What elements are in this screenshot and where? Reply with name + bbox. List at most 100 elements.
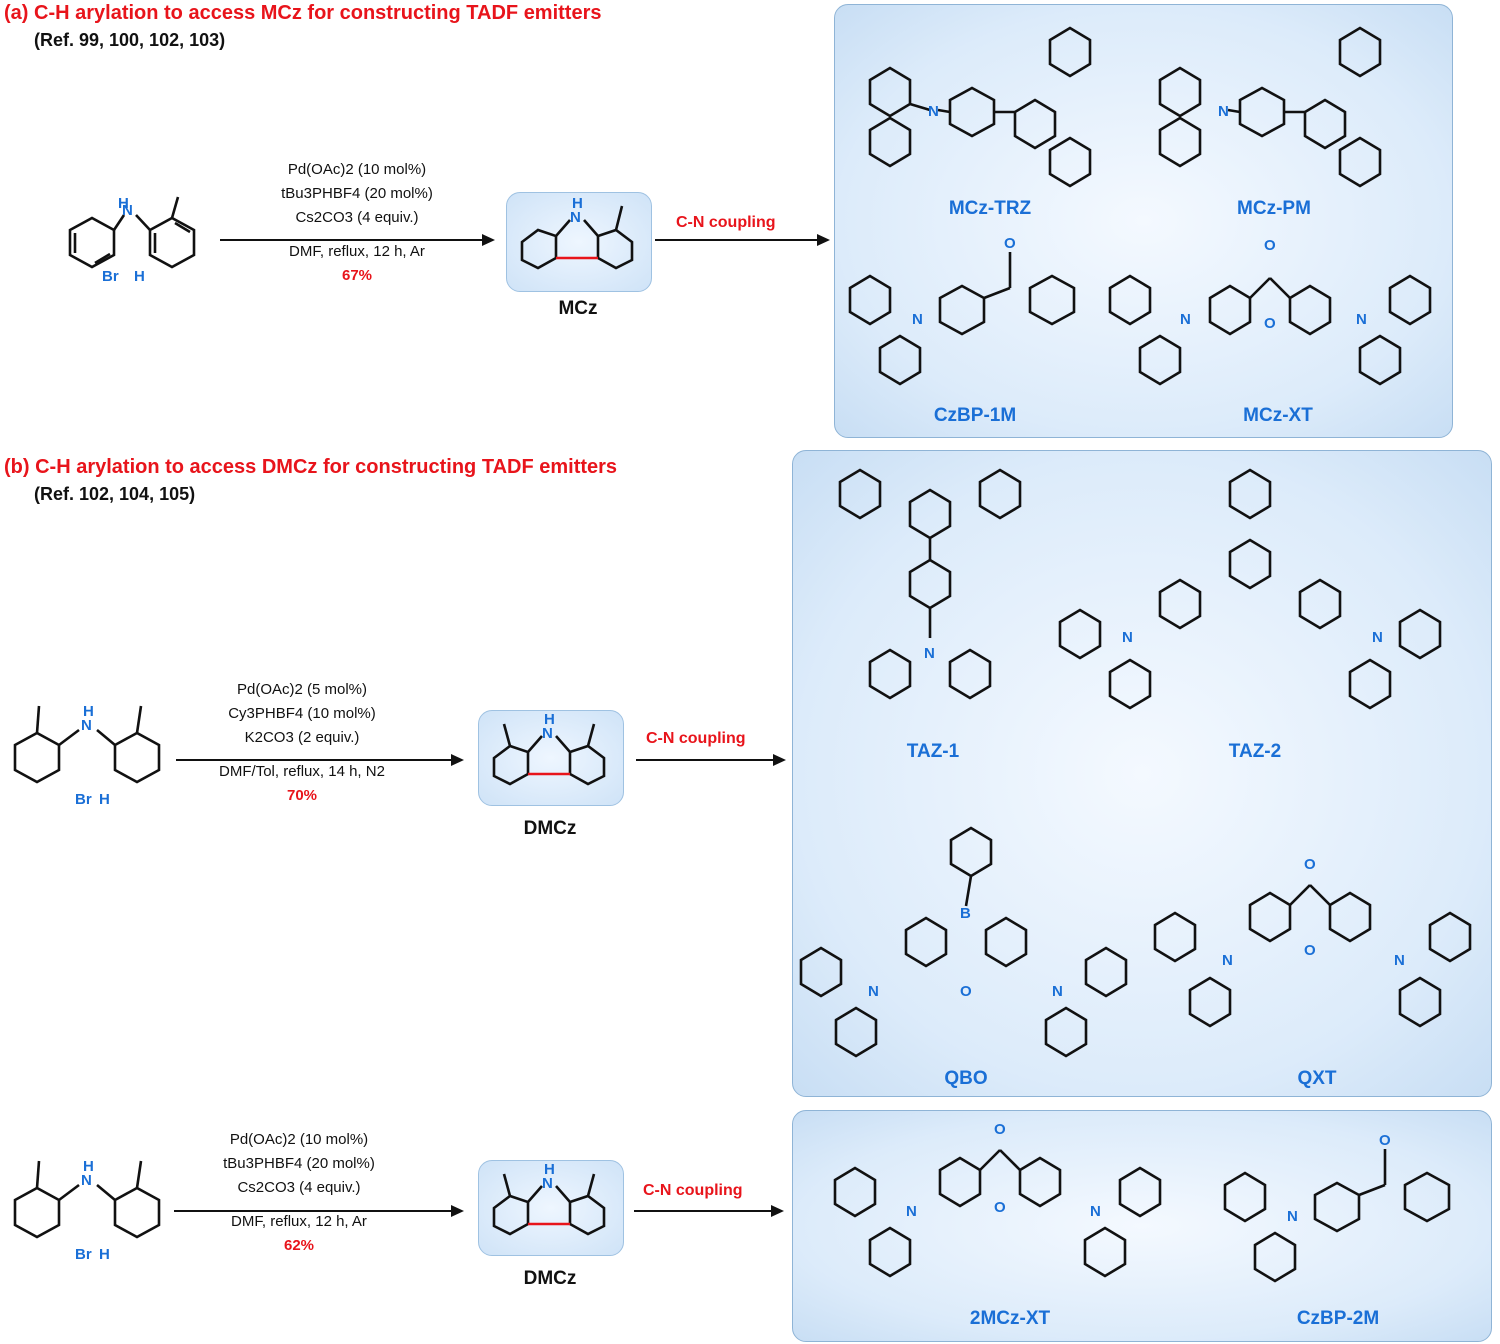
svg-text:O: O	[994, 1199, 1006, 1216]
emitter-taz-2: TAZ-2	[1228, 741, 1282, 762]
svg-text:O: O	[1264, 315, 1276, 332]
svg-text:N: N	[1090, 1203, 1101, 1220]
svg-text:O: O	[960, 983, 972, 1000]
condition-solvent: DMF/Tol, reflux, 14 h, N2	[219, 763, 385, 780]
reactant-a-structure: N	[68, 196, 196, 269]
emitter-czbp-1m: CzBP-1M	[933, 405, 1017, 426]
mcz-trz-structure: N	[868, 26, 1092, 188]
section-b-refs: (Ref. 102, 104, 105)	[34, 484, 196, 504]
svg-text:H: H	[83, 703, 94, 720]
svg-text:N: N	[1052, 983, 1063, 1000]
svg-text:O: O	[1379, 1132, 1391, 1149]
svg-text:N: N	[81, 1172, 92, 1189]
svg-text:O: O	[1304, 856, 1316, 873]
yield-b1: 70%	[286, 787, 318, 804]
mcz-pm-structure: N	[1158, 26, 1382, 188]
svg-text:H: H	[99, 791, 110, 808]
coupling-arrow-b2	[634, 1205, 784, 1217]
svg-text:N: N	[924, 645, 935, 662]
qxt-structure: O O N N	[1153, 856, 1472, 1028]
condition-catalyst: Pd(OAc)2 (10 mol%)	[229, 1131, 369, 1148]
svg-text:N: N	[1394, 952, 1405, 969]
svg-text:N: N	[1356, 311, 1367, 328]
condition-ligand: Cy3PHBF4 (10 mol%)	[228, 705, 376, 722]
czbp-1m-structure: NO	[848, 235, 1076, 386]
svg-text:N: N	[1122, 629, 1133, 646]
svg-text:N: N	[928, 103, 939, 120]
emitters-panel-a	[834, 4, 1453, 438]
svg-text:Br: Br	[75, 791, 92, 808]
mcz-xt-structure: O O N N	[1108, 237, 1432, 386]
reaction-arrow-b1	[176, 754, 464, 766]
cn-coupling-b2: C-N coupling	[643, 1182, 743, 1199]
coupling-arrow-a	[655, 234, 830, 246]
condition-base: K2CO3 (2 equiv.)	[244, 729, 360, 746]
conditions-a: Pd(OAc)2 (10 mol%) tBu3PHBF4 (20 mol%) C…	[222, 158, 492, 288]
svg-text:N: N	[81, 717, 92, 734]
h-label: H	[134, 268, 145, 285]
taz-1-structure: N	[838, 468, 1022, 700]
condition-base: Cs2CO3 (4 equiv.)	[237, 1179, 361, 1196]
condition-solvent: DMF, reflux, 12 h, Ar	[289, 243, 425, 260]
svg-text:N: N	[542, 1175, 553, 1192]
emitter-qbo: QBO	[944, 1068, 988, 1089]
svg-text:N: N	[1180, 311, 1191, 328]
coupling-arrow-b1	[636, 754, 786, 766]
svg-text:N: N	[122, 202, 133, 219]
section-a-title: (a) C-H arylation to access MCz for cons…	[4, 2, 602, 24]
svg-text:N: N	[912, 311, 923, 328]
emitter-mcz-pm: MCz-PM	[1237, 198, 1311, 219]
section-a-refs: (Ref. 99, 100, 102, 103)	[34, 30, 226, 50]
emitter-czbp-2m: CzBP-2M	[1296, 1308, 1380, 1329]
svg-text:N: N	[1222, 952, 1233, 969]
svg-text:N: N	[570, 209, 581, 226]
svg-text:Br: Br	[75, 1246, 92, 1263]
mcz-structure: NH	[520, 195, 634, 270]
condition-ligand: tBu3PHBF4 (20 mol%)	[223, 1155, 375, 1172]
svg-text:O: O	[1264, 237, 1276, 254]
dmcz-product-box-1	[478, 710, 624, 806]
svg-text:O: O	[994, 1121, 1006, 1138]
condition-ligand: tBu3PHBF4 (20 mol%)	[281, 185, 433, 202]
condition-solvent: DMF, reflux, 12 h, Ar	[231, 1213, 367, 1230]
condition-catalyst: Pd(OAc)2 (5 mol%)	[236, 681, 368, 698]
svg-text:B: B	[960, 905, 971, 922]
dmcz-product-box-2	[478, 1160, 624, 1256]
conditions-b2: Pd(OAc)2 (10 mol%) tBu3PHBF4 (20 mol%) C…	[168, 1128, 430, 1258]
emitters-panel-b2	[792, 1110, 1492, 1342]
emitter-mcz-trz: MCz-TRZ	[948, 198, 1032, 219]
svg-text:N: N	[1218, 103, 1229, 120]
svg-text:N: N	[1372, 629, 1383, 646]
svg-text:H: H	[544, 1161, 555, 1178]
svg-text:H: H	[83, 1158, 94, 1175]
br-label: Br	[102, 268, 119, 285]
svg-text:N: N	[906, 1203, 917, 1220]
svg-text:N: N	[542, 725, 553, 742]
emitters-panel-b1	[792, 450, 1492, 1097]
czbp-2m-structure: NO	[1223, 1132, 1451, 1283]
mcz-product-box	[506, 192, 652, 292]
reaction-arrow-a	[220, 234, 495, 246]
section-b-title: (b) C-H arylation to access DMCz for con…	[4, 456, 618, 478]
emitter-qxt: QXT	[1297, 1068, 1337, 1089]
condition-base: Cs2CO3 (4 equiv.)	[295, 209, 419, 226]
emitter-mcz-xt: MCz-XT	[1243, 405, 1313, 426]
conditions-b1: Pd(OAc)2 (5 mol%) Cy3PHBF4 (10 mol%) K2C…	[172, 678, 432, 808]
condition-catalyst: Pd(OAc)2 (10 mol%)	[287, 161, 427, 178]
svg-text:H: H	[544, 711, 555, 728]
cn-coupling-a: C-N coupling	[676, 214, 776, 231]
emitter-2mcz-xt: 2MCz-XT	[969, 1308, 1051, 1329]
svg-text:H: H	[572, 195, 583, 212]
yield-b2: 62%	[283, 1237, 315, 1254]
dmcz-structure-1: NH	[492, 711, 606, 786]
svg-text:O: O	[1004, 235, 1016, 252]
yield-a: 67%	[341, 267, 373, 284]
svg-text:H: H	[99, 1246, 110, 1263]
mcz-label: MCz	[558, 298, 598, 319]
cn-coupling-b1: C-N coupling	[646, 730, 746, 747]
reaction-arrow-b2	[174, 1205, 464, 1217]
svg-text:O: O	[1304, 942, 1316, 959]
